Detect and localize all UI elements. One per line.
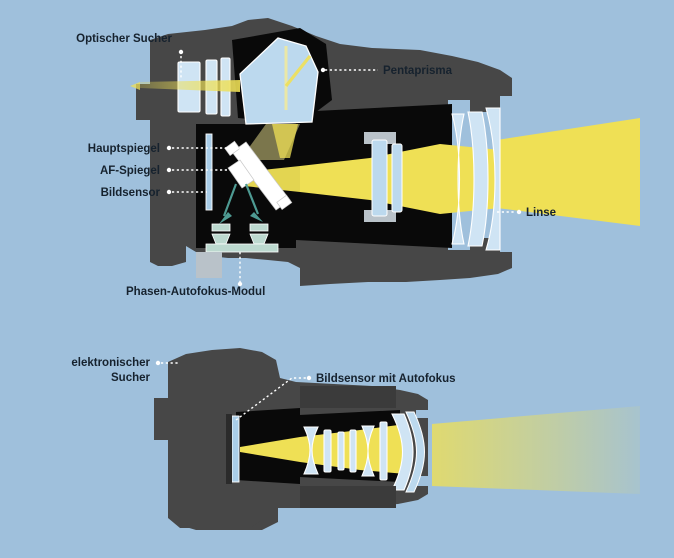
beam-segment-3 <box>440 144 500 214</box>
label-elektronischer-sucher-line1: elektronischer <box>71 357 150 369</box>
ml-front-element <box>391 413 414 491</box>
ml-focus-ring <box>300 486 396 508</box>
viewfinder-exit-beam <box>140 80 240 92</box>
leader-dot-pentaprisma <box>320 67 326 73</box>
af-sensor-board <box>205 243 279 253</box>
af-lens-right <box>249 223 269 232</box>
lens-element-mid-1 <box>371 139 388 217</box>
mirrorless-diagram: elektronischer Sucher Bildsensor mit Aut… <box>71 348 640 530</box>
leader-dot-bildsensor <box>166 189 172 195</box>
ml-lens-element-1 <box>303 426 319 475</box>
label-bildsensor: Bildsensor <box>101 187 161 199</box>
leader-dot-optischer-sucher <box>178 49 184 55</box>
ml-zoom-ring <box>300 386 396 408</box>
lens-front-element-3 <box>485 107 501 251</box>
beam-segment-1 <box>300 158 370 200</box>
lens-element-mid-2 <box>391 143 403 213</box>
af-module-bracket <box>196 252 222 278</box>
label-bildsensor-mit-autofokus: Bildsensor mit Autofokus <box>316 373 456 385</box>
label-pentaprisma: Pentaprisma <box>383 65 453 77</box>
beam-core-up <box>272 124 298 158</box>
label-elektronischer-sucher-line2: Sucher <box>111 372 151 384</box>
prism-ray-diagonal <box>284 55 312 87</box>
leader-dot-elektronischer-sucher <box>155 360 161 366</box>
main-mirror <box>224 140 293 211</box>
lens-front-element-2 <box>467 111 489 247</box>
leader-dot-af-spiegel <box>166 167 172 173</box>
ml-lens-element-3 <box>337 431 345 471</box>
leader-dot-bildsensor-autofokus <box>306 375 312 381</box>
phase-af-module <box>196 183 279 278</box>
sensor-backing <box>226 414 232 484</box>
viewfinder-beam-arrow <box>130 82 140 90</box>
leader-dot-phasen-af <box>237 281 243 287</box>
label-af-spiegel: AF-Spiegel <box>100 165 160 177</box>
lens-front-element-1 <box>451 113 465 245</box>
external-light-beam-mirrorless <box>432 406 640 494</box>
label-phasen-autofokus-modul: Phasen-Autofokus-Modul <box>126 286 265 298</box>
label-hauptspiegel: Hauptspiegel <box>88 143 160 155</box>
ml-lens-element-6 <box>379 421 388 481</box>
leader-dot-linse <box>516 209 522 215</box>
beam-converge-sensor <box>240 437 300 462</box>
ml-lens-element-4 <box>349 429 357 473</box>
leader-dot-hauptspiegel <box>166 145 172 151</box>
image-sensor <box>205 133 213 211</box>
label-linse: Linse <box>526 207 556 219</box>
ml-lens-element-5 <box>361 425 375 477</box>
label-optischer-sucher: Optischer Sucher <box>76 33 172 45</box>
af-lens-left <box>211 223 231 232</box>
image-sensor-mirrorless <box>231 415 240 483</box>
dslr-labels: Optischer Sucher Pentaprisma Hauptspiege… <box>76 33 556 298</box>
ml-front-element-outer <box>405 411 425 493</box>
external-light-beam <box>497 118 640 226</box>
dslr-diagram: Optischer Sucher Pentaprisma Hauptspiege… <box>76 18 640 298</box>
ml-lens-element-2 <box>323 429 332 473</box>
mirrorless-labels: elektronischer Sucher Bildsensor mit Aut… <box>71 357 456 421</box>
pentaprism <box>239 37 319 125</box>
af-sub-mirror <box>227 159 255 189</box>
